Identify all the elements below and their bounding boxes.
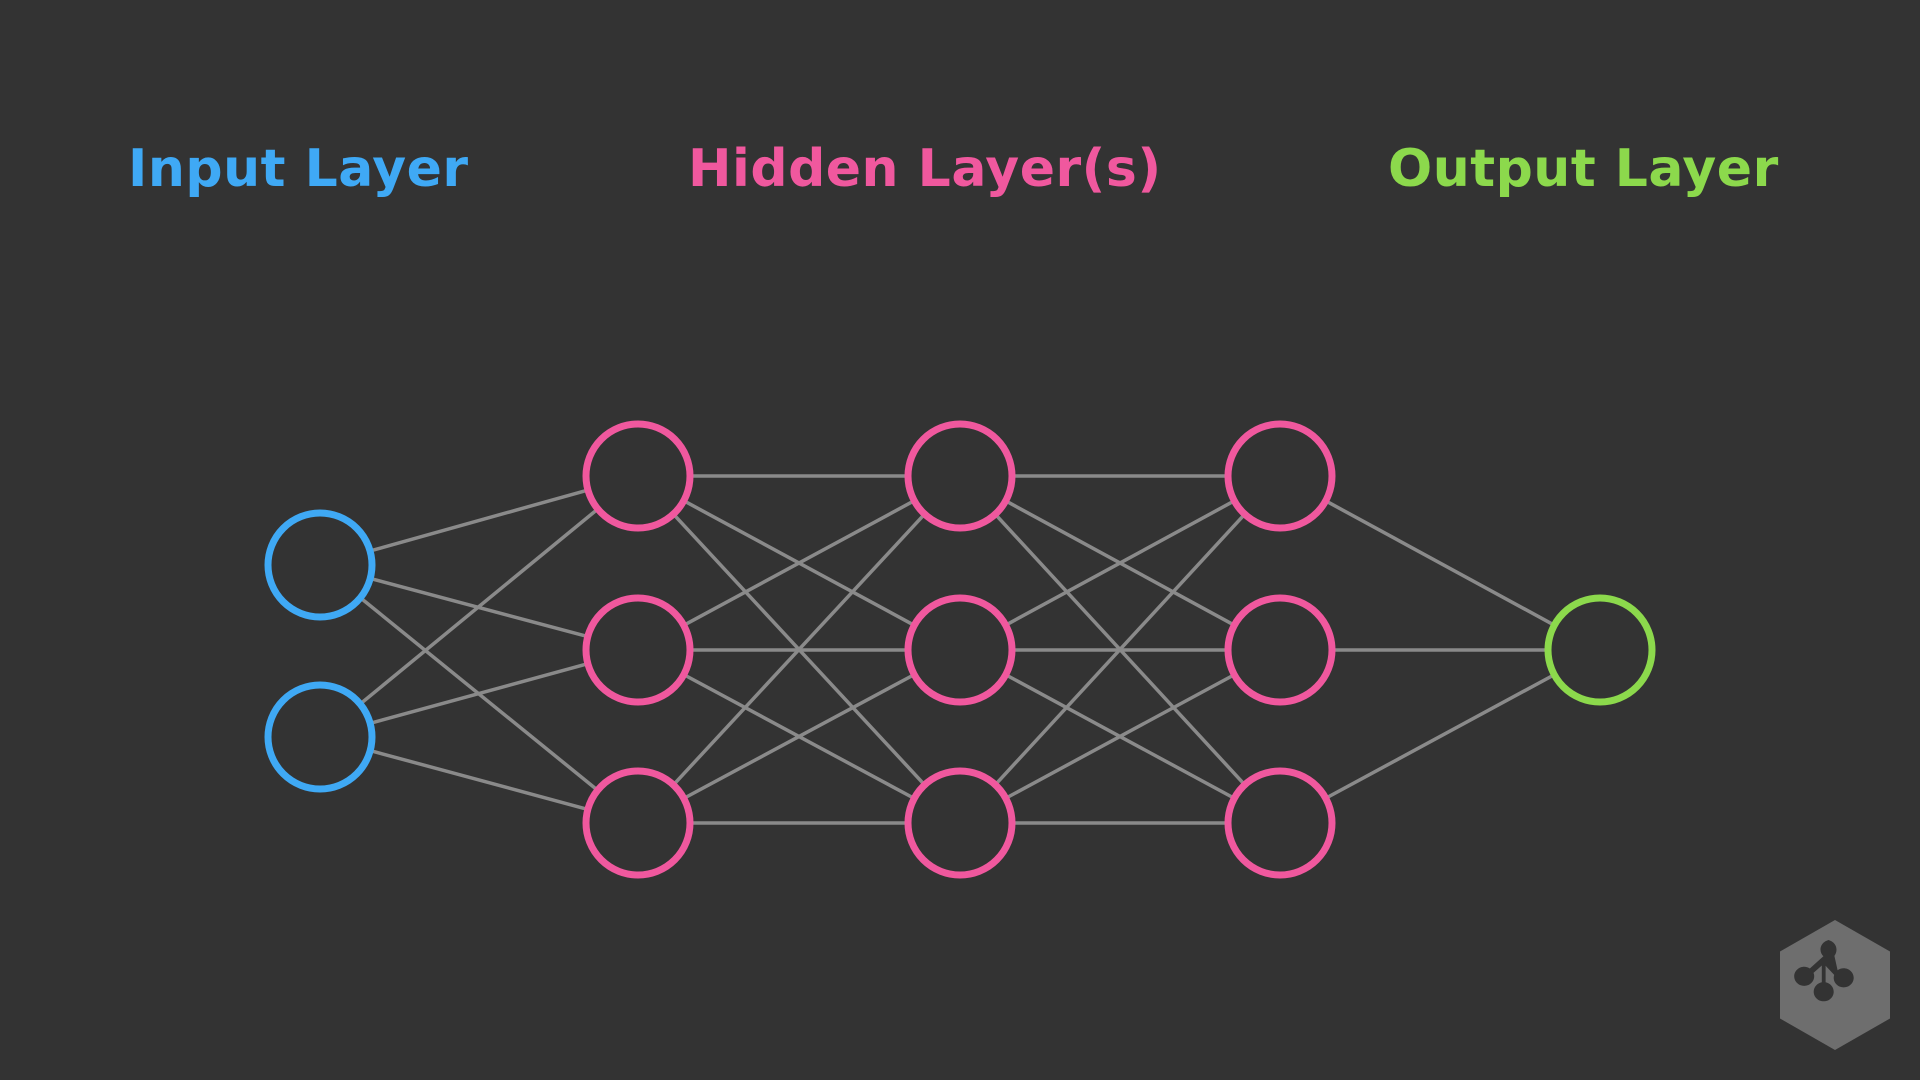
network-edge xyxy=(368,661,590,726)
network-node-h2_3[interactable] xyxy=(904,767,1016,879)
network-edge xyxy=(1323,672,1557,801)
input-layer-label: Input Layer xyxy=(128,139,469,199)
network-node-h3_3[interactable] xyxy=(1224,767,1336,879)
network-edge xyxy=(993,512,1247,787)
edges-group xyxy=(358,474,1557,825)
network-node-o1[interactable] xyxy=(1544,594,1656,706)
network-edge xyxy=(358,507,600,706)
network-edge xyxy=(682,498,916,628)
network-node-h1_3[interactable] xyxy=(582,767,694,879)
network-edge xyxy=(671,512,927,787)
network-node-h2_1[interactable] xyxy=(904,420,1016,532)
hidden-layer-label: Hidden Layer(s) xyxy=(688,139,1162,199)
network-node-h2_2[interactable] xyxy=(904,594,1016,706)
output-layer-label: Output Layer xyxy=(1388,139,1779,199)
network-edge xyxy=(682,672,916,801)
network-edge xyxy=(368,488,590,553)
network-node-i1[interactable] xyxy=(264,509,376,621)
network-node-h1_1[interactable] xyxy=(582,420,694,532)
network-edge xyxy=(1003,672,1237,801)
network-edge xyxy=(368,748,590,812)
nodes-group xyxy=(264,420,1656,879)
network-edge xyxy=(1323,499,1557,627)
network-node-h3_1[interactable] xyxy=(1224,420,1336,532)
network-node-h1_2[interactable] xyxy=(582,594,694,706)
network-node-h3_2[interactable] xyxy=(1224,594,1336,706)
network-edge xyxy=(1003,499,1237,627)
network-node-i2[interactable] xyxy=(264,681,376,793)
